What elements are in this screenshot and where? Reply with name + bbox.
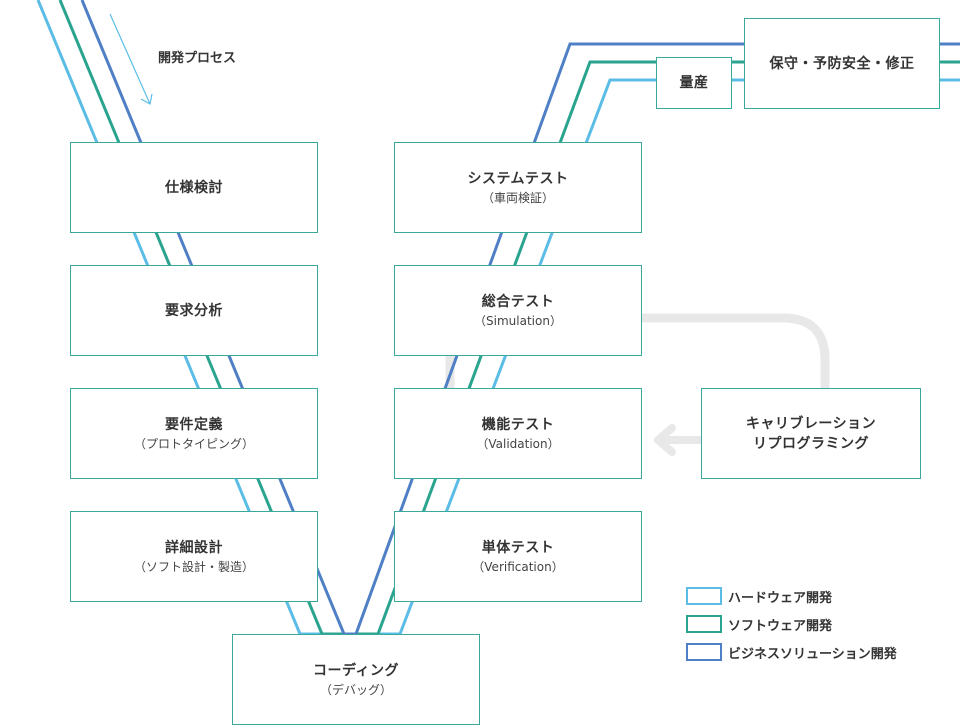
detailed-design-title: 詳細設計: [165, 539, 223, 556]
spec-box: 仕様検討: [70, 142, 318, 233]
calibration-title: キャリブレーション: [745, 415, 877, 432]
calibration-sub: リプログラミング: [753, 435, 869, 452]
calibration-arrow: [654, 424, 704, 456]
unit-test-title: 単体テスト: [481, 539, 555, 556]
legend-item-business: ビジネスソリューション開発: [686, 638, 897, 666]
unit-test-sub: （Verification）: [472, 559, 564, 574]
function-test-box: 機能テスト （Validation）: [394, 388, 642, 479]
detailed-design-sub: （ソフト設計・製造）: [133, 559, 254, 574]
system-test-box: システムテスト （車両検証）: [394, 142, 642, 233]
flow-label: 開発プロセス: [158, 51, 237, 66]
function-test-sub: （Validation）: [476, 436, 560, 451]
legend-label-hardware: ハードウェア開発: [728, 590, 833, 606]
legend: ハードウェア開発 ソフトウェア開発 ビジネスソリューション開発: [686, 582, 897, 666]
coding-title: コーディング: [312, 662, 400, 679]
integration-test-box: 総合テスト （Simulation）: [394, 265, 642, 356]
legend-item-hardware: ハードウェア開発: [686, 582, 897, 610]
coding-sub: （デバッグ）: [319, 682, 392, 697]
requirements-analysis-box: 要求分析: [70, 265, 318, 356]
requirements-definition-box: 要件定義 （プロトタイピング）: [70, 388, 318, 479]
function-test-title: 機能テスト: [481, 416, 555, 433]
integration-test-sub: （Simulation）: [474, 313, 562, 328]
system-test-title: システムテスト: [467, 170, 569, 187]
legend-swatch-hardware: [686, 587, 722, 605]
requirements-definition-title: 要件定義: [165, 416, 223, 433]
unit-test-box: 単体テスト （Verification）: [394, 511, 642, 602]
maintenance-title: 保守・予防安全・修正: [769, 55, 915, 72]
spec-title: 仕様検討: [165, 179, 223, 196]
requirements-definition-sub: （プロトタイピング）: [133, 436, 254, 451]
mass-production-title: 量産: [679, 75, 709, 91]
legend-label-software: ソフトウェア開発: [728, 618, 833, 634]
integration-test-title: 総合テスト: [481, 293, 555, 310]
requirements-analysis-title: 要求分析: [165, 302, 223, 319]
maintenance-box: 保守・予防安全・修正: [744, 18, 940, 109]
system-test-sub: （車両検証）: [481, 190, 554, 205]
legend-swatch-software: [686, 615, 722, 633]
detailed-design-box: 詳細設計 （ソフト設計・製造）: [70, 511, 318, 602]
legend-label-business: ビジネスソリューション開発: [728, 646, 897, 662]
flow-direction-arrow: [109, 13, 153, 105]
coding-box: コーディング （デバッグ）: [232, 634, 480, 725]
calibration-box: キャリブレーション リプログラミング: [701, 388, 921, 479]
mass-production-box: 量産: [656, 57, 732, 109]
legend-swatch-business: [686, 643, 722, 661]
legend-item-software: ソフトウェア開発: [686, 610, 897, 638]
